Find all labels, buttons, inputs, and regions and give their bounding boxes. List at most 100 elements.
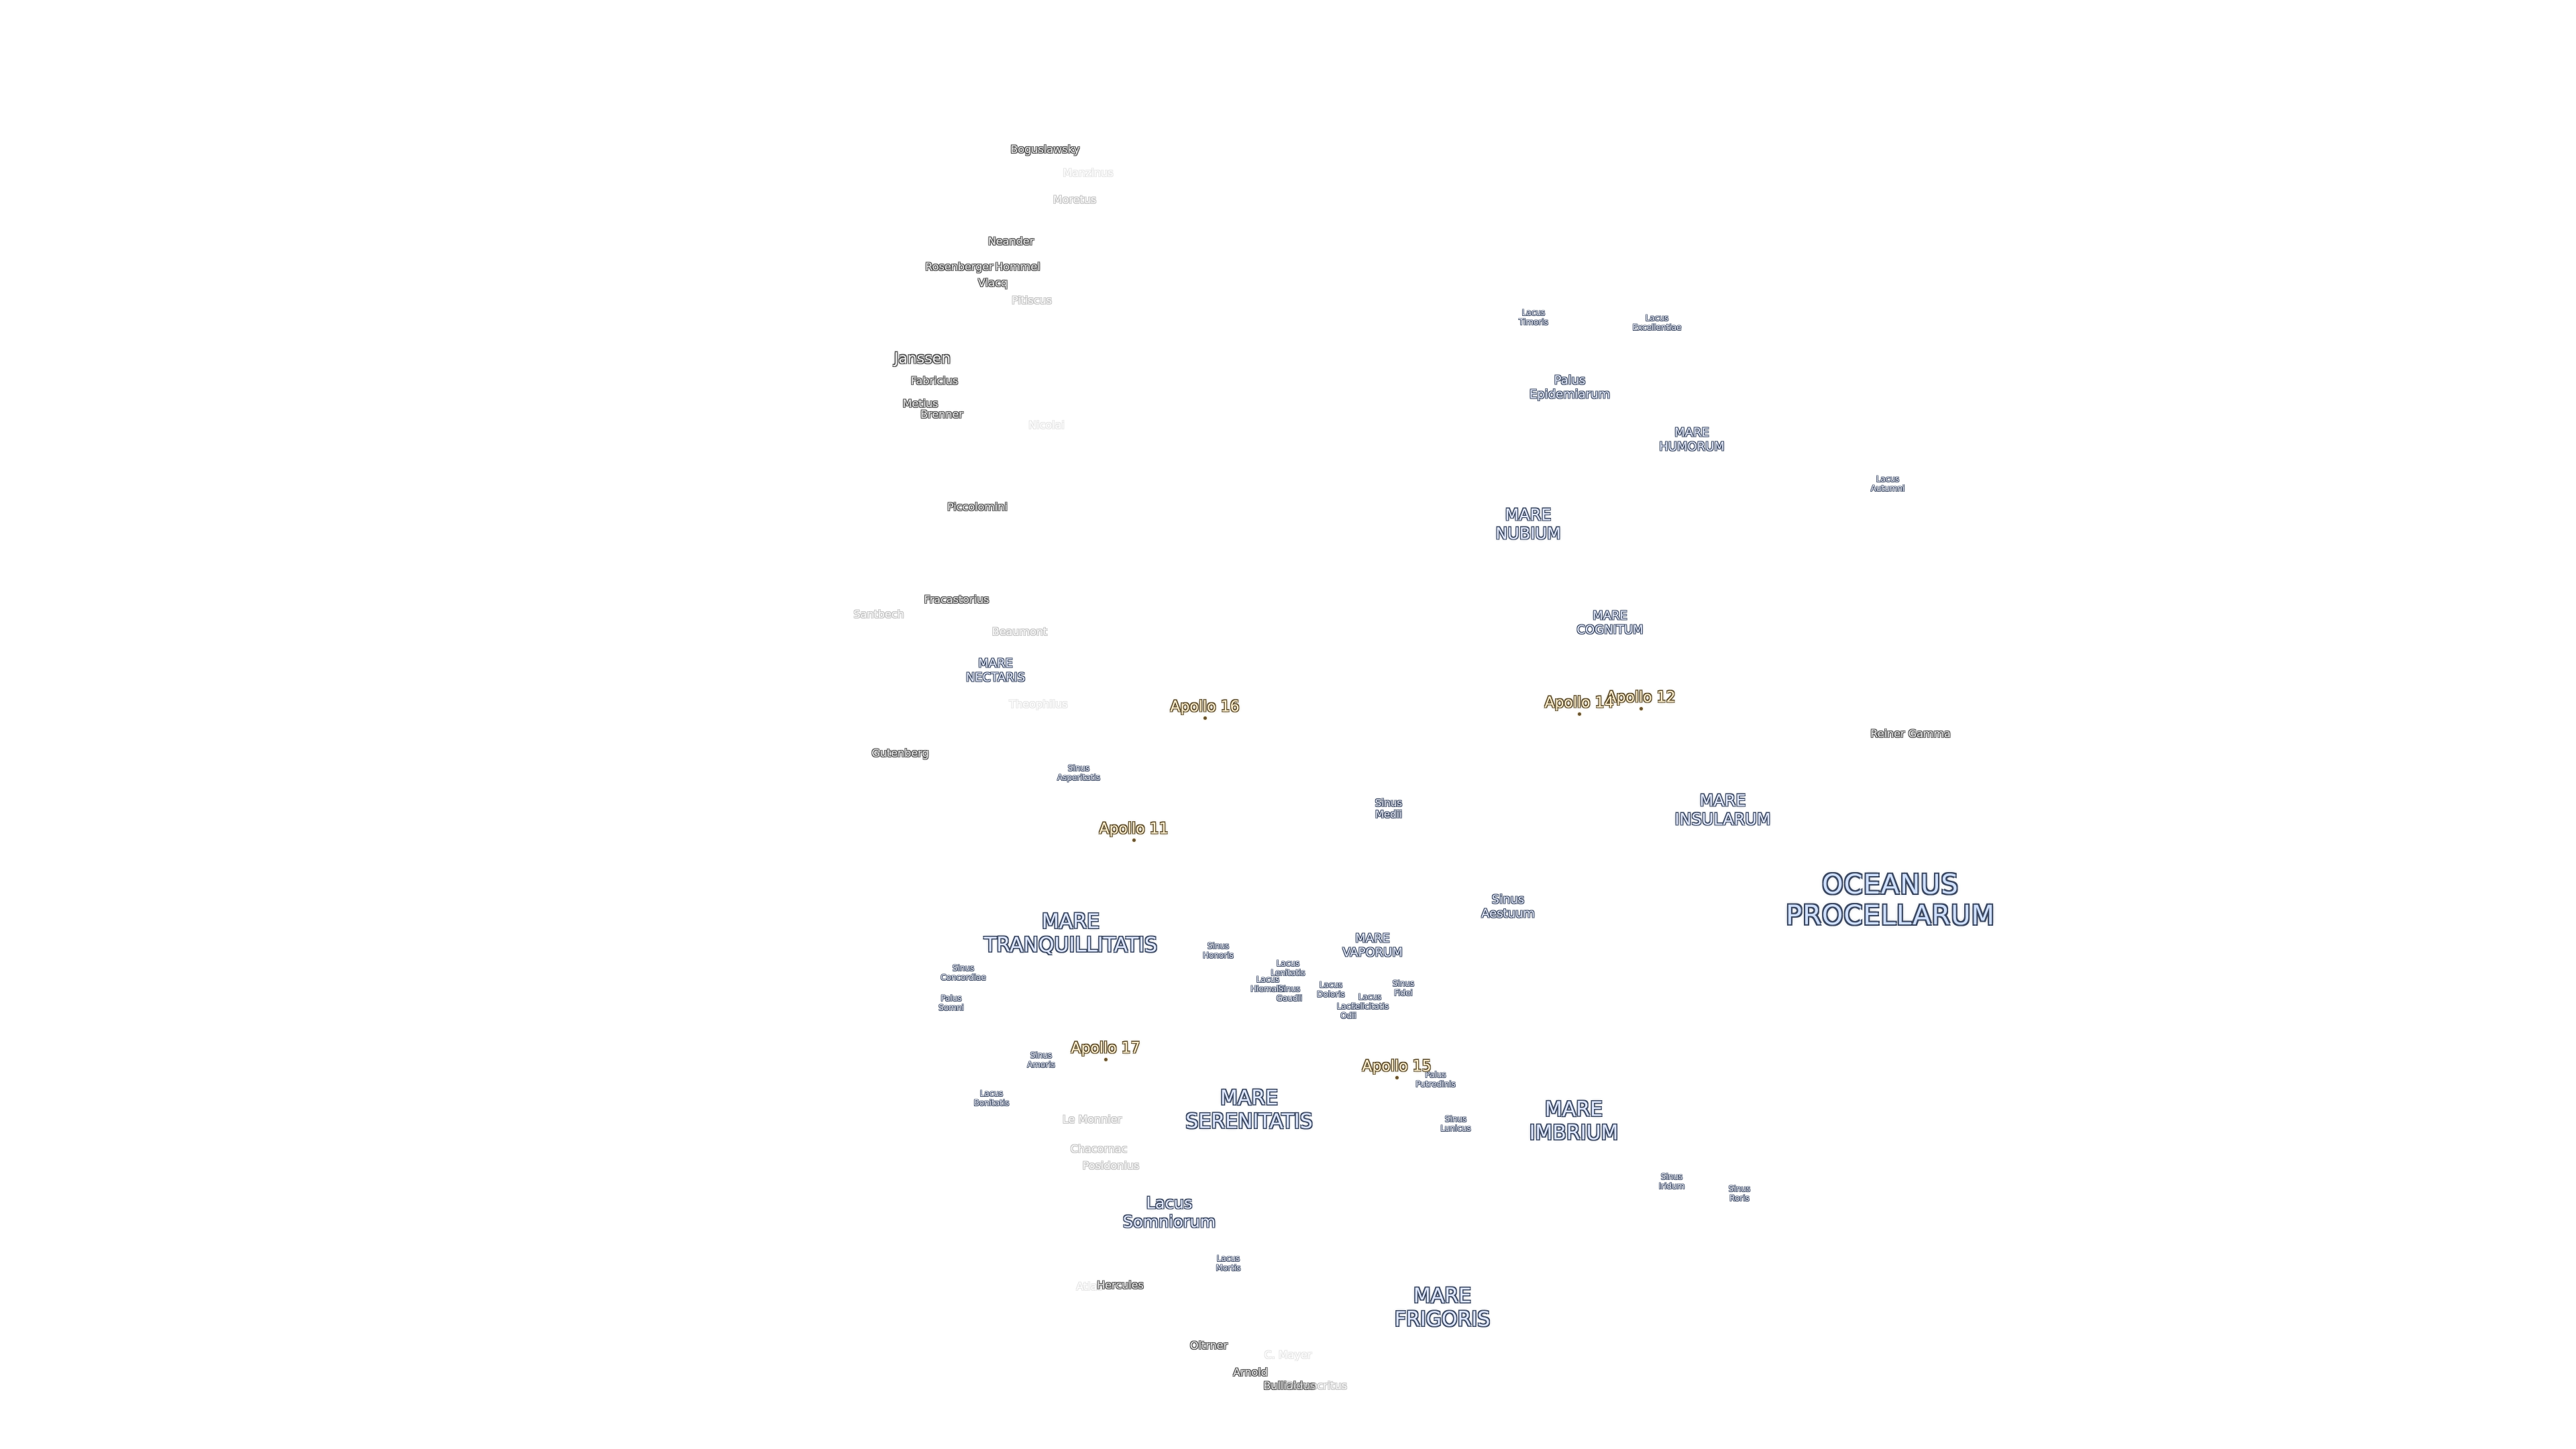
- apollo-landing-marker-icon: [1104, 1057, 1108, 1061]
- label-line: Lunicus: [1440, 1124, 1471, 1133]
- label-line: Nicolai: [1028, 418, 1065, 431]
- label-line: Gaudii: [1276, 994, 1303, 1003]
- label-line: PROCELLARUM: [1785, 900, 1996, 931]
- label-line: Felicitatis: [1350, 1002, 1389, 1011]
- label-line: Honoris: [1203, 951, 1234, 960]
- label-posidonius: Posidonius: [1082, 1159, 1140, 1172]
- label-line: Sinus: [1207, 941, 1230, 951]
- label-line: MARE: [1220, 1086, 1279, 1110]
- label-line: COGNITUM: [1576, 623, 1644, 637]
- label-line: Chacornac: [1070, 1142, 1128, 1155]
- label-arnold: Arnold: [1233, 1366, 1268, 1379]
- label-fracastorius: Fracastorius: [924, 592, 989, 606]
- label-line: Lacus: [1521, 308, 1546, 318]
- label-line: MARE: [1041, 910, 1100, 934]
- label-line: Janssen: [894, 350, 951, 368]
- label-piccolomini: Piccolomini: [947, 500, 1008, 513]
- label-line: Brenner: [920, 407, 963, 421]
- label-line: Mortis: [1216, 1263, 1241, 1273]
- apollo-site-label: Apollo 16: [1170, 698, 1240, 716]
- label-line: Bonitatis: [973, 1098, 1010, 1108]
- apollo-landing-marker-icon: [1577, 712, 1581, 716]
- label-line: Timoris: [1519, 317, 1548, 327]
- label-vlacq: Vlacq: [978, 276, 1008, 289]
- apollo-site-label: Apollo 14: [1544, 694, 1614, 712]
- label-line: C. Mayer: [1264, 1348, 1312, 1361]
- apollo-landing-marker-icon: [1203, 716, 1207, 720]
- label-line: Sinus: [1067, 763, 1090, 773]
- label-line: Sinus: [1392, 979, 1415, 989]
- label-line: Rosenberger: [925, 260, 994, 273]
- apollo-site-label: Apollo 12: [1606, 689, 1676, 706]
- label-line: Excellentiae: [1632, 323, 1682, 332]
- label-line: Posidonius: [1082, 1159, 1140, 1172]
- label-line: Lacus: [1358, 992, 1382, 1002]
- label-line: Lacus: [1276, 959, 1300, 969]
- label-line: Beaumont: [991, 625, 1048, 638]
- label-neander: Neander: [988, 235, 1034, 248]
- label-line: VAPORUM: [1342, 945, 1403, 959]
- label-line: NUBIUM: [1495, 524, 1561, 543]
- label-line: Le Monnier: [1062, 1112, 1122, 1126]
- label-line: Lacus: [1256, 975, 1280, 985]
- label-line: Medii: [1375, 808, 1403, 820]
- label-line: Pitiscus: [1011, 293, 1053, 307]
- label-line: Odii: [1340, 1011, 1356, 1020]
- label-line: MARE: [1699, 791, 1746, 810]
- apollo-landing-marker-icon: [1132, 838, 1136, 842]
- apollo-site-label: Apollo 15: [1362, 1058, 1432, 1075]
- label-line: Reiner Gamma: [1870, 727, 1951, 740]
- label-line: MARE: [1413, 1284, 1472, 1308]
- label-line: Fracastorius: [924, 592, 989, 606]
- label-line: Epidemiarum: [1529, 387, 1611, 401]
- label-boguslawsky: Boguslawsky: [1010, 143, 1079, 156]
- label-line: Sinus: [1278, 984, 1301, 994]
- label-line: Lacus: [1319, 980, 1343, 990]
- label-line: Lacus: [1645, 313, 1669, 323]
- label-nicolai: Nicolai: [1028, 419, 1065, 431]
- label-line: Somni: [938, 1003, 964, 1012]
- label-moretus: Moretus: [1053, 193, 1096, 206]
- label-atlas: Atlas: [1076, 1279, 1103, 1293]
- label-line: Neander: [987, 234, 1034, 248]
- label-line: MARE: [1355, 931, 1390, 946]
- label-line: Lacus: [1876, 474, 1900, 484]
- label-line: TRANQUILLITATIS: [983, 933, 1158, 957]
- label-line: Sinus: [1375, 796, 1403, 809]
- label-line: MARE: [1674, 425, 1709, 440]
- label-democritus: Democritus: [1285, 1379, 1348, 1392]
- label-line: Oltrner: [1189, 1338, 1228, 1352]
- label-line: Lacus: [1146, 1193, 1193, 1213]
- label-line: NECTARIS: [965, 670, 1026, 684]
- label-line: SERENITATIS: [1185, 1110, 1313, 1133]
- label-line: Amoris: [1027, 1060, 1055, 1069]
- label-line: Autumni: [1870, 484, 1905, 493]
- label-bullialdus: Bullialdus: [1263, 1379, 1315, 1392]
- label-line: Atlas: [1076, 1279, 1103, 1293]
- label-gutenberg: Gutenberg: [871, 747, 928, 759]
- label-line: Democritus: [1285, 1379, 1348, 1392]
- label-line: Santbech: [853, 607, 904, 621]
- label-line: MARE: [1593, 608, 1627, 623]
- label-line: Palus: [941, 994, 962, 1004]
